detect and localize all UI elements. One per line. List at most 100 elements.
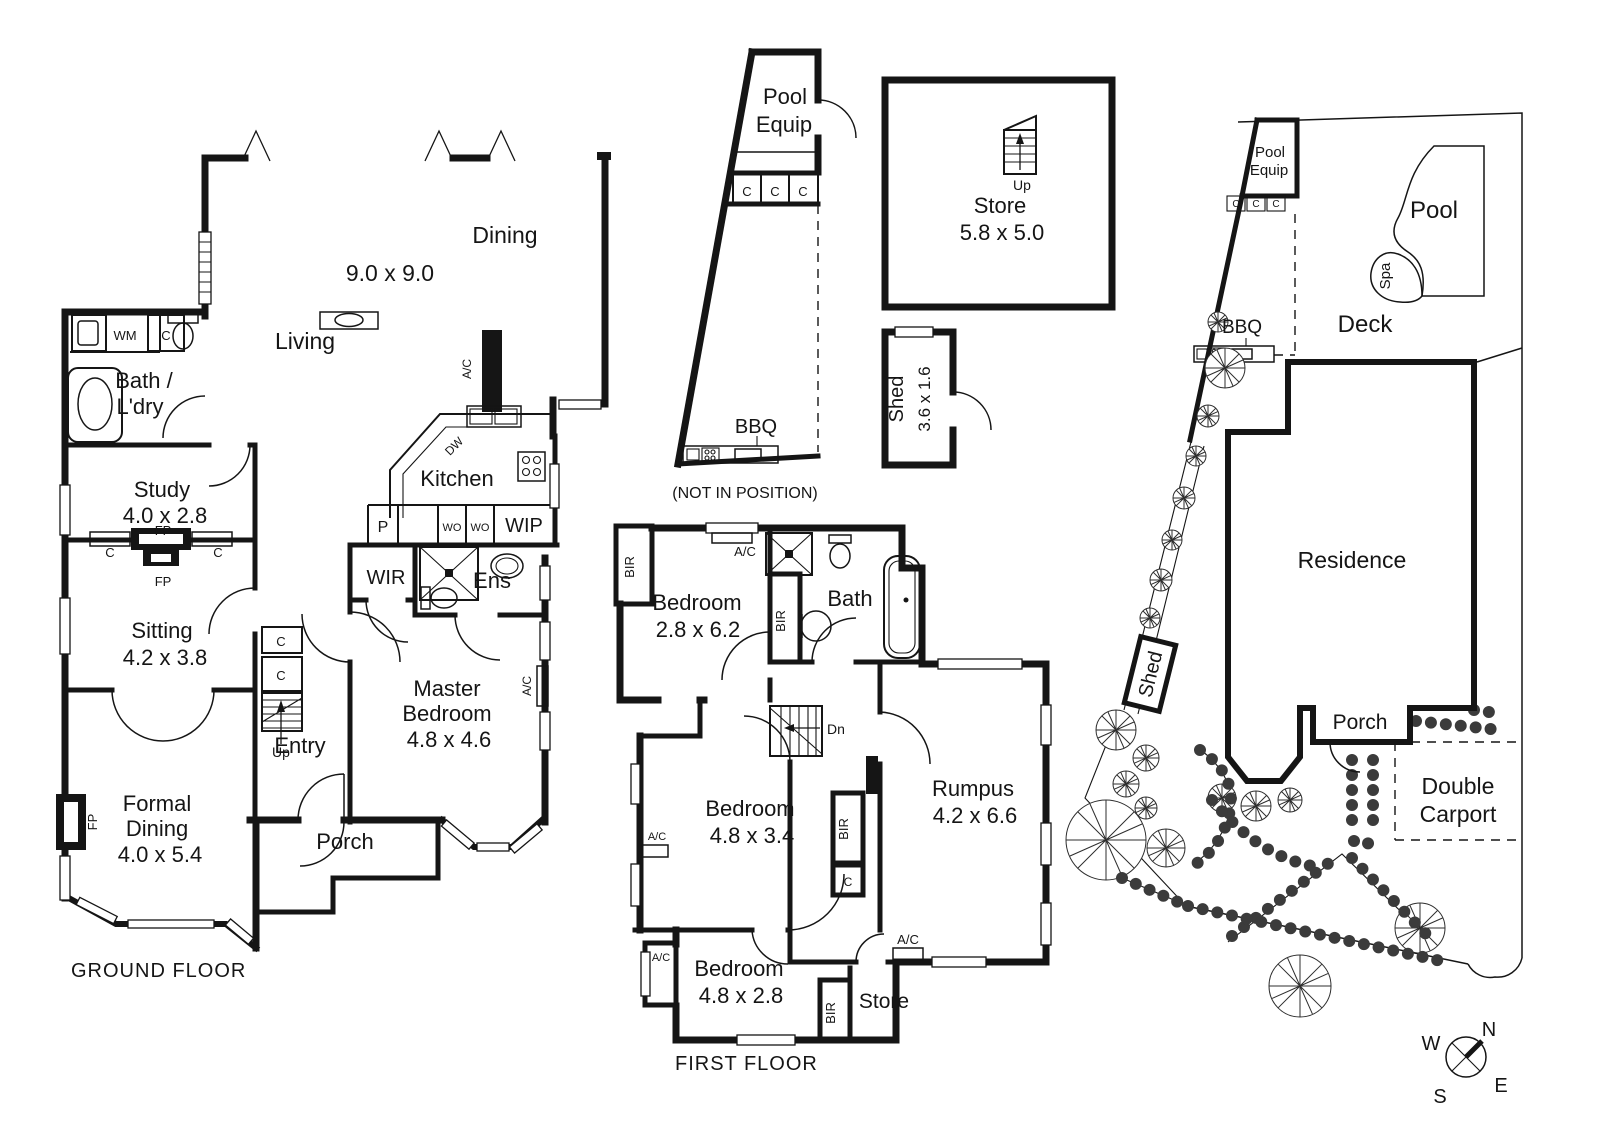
toilet-icon <box>430 587 458 609</box>
room-label-entry: Entry <box>274 733 325 758</box>
stairs-up <box>261 692 303 732</box>
bathtub-icon <box>67 367 123 443</box>
label-pool-equip-2: Equip <box>756 112 812 137</box>
room-label-bedroom1: Bedroom <box>652 590 741 615</box>
annotation-bir: BIR <box>836 818 851 840</box>
wall-cap <box>597 152 611 160</box>
room-label-bath-laundry: Bath / <box>115 368 173 393</box>
annotation-c: C <box>1232 199 1239 210</box>
room-label-study: Study <box>134 477 190 502</box>
site-plan: Shed Pool Equip C C C Pool Spa Deck BBQ … <box>1064 112 1523 1019</box>
room-label-dining: Dining <box>472 222 537 248</box>
room-size-master: 4.8 x 4.6 <box>407 727 491 752</box>
annotation-c: C <box>798 184 807 199</box>
annotation-ac: A/C <box>520 676 534 696</box>
room-size-rumpus: 4.2 x 6.6 <box>933 803 1017 828</box>
toilet-tank <box>828 534 852 544</box>
label-pool-equip: Pool <box>763 84 807 109</box>
annotation-up: Up <box>1013 177 1031 193</box>
annotation-ac: A/C <box>652 952 670 964</box>
closet <box>830 862 866 898</box>
room-label-bedroom2: Bedroom <box>705 796 794 821</box>
stove-icon <box>517 451 546 482</box>
annotation-bir: BIR <box>823 1002 838 1024</box>
annotation-wo: WO <box>471 522 490 534</box>
room-size-shed-building: 3.6 x 1.6 <box>915 366 934 431</box>
room-label-sitting: Sitting <box>131 618 192 643</box>
label-site-carport: Double <box>1422 773 1495 799</box>
pool-outline <box>1393 145 1485 297</box>
toilet-icon <box>829 543 851 569</box>
label-site-pool-equip-2: Equip <box>1250 162 1288 179</box>
closet <box>261 626 303 654</box>
annotation-fp: FP <box>155 523 172 538</box>
annotation-c: C <box>770 184 779 199</box>
compass-n: N <box>1482 1019 1496 1041</box>
room-label-master: Master <box>413 676 480 701</box>
annotation-ac: A/C <box>460 359 474 379</box>
spa-outline <box>1370 252 1423 303</box>
room-size-formal-dining: 4.0 x 5.4 <box>118 842 202 867</box>
room-label-store: Store <box>859 990 909 1013</box>
compass-w: W <box>1422 1033 1441 1055</box>
label-site-pool-equip: Pool <box>1255 144 1285 161</box>
compass-needle <box>1464 1039 1484 1059</box>
first-floor-plan: BIR A/C Bedroom 2.8 x 6.2 BIR Bath Dn Be… <box>613 522 1052 1075</box>
plan-title-ground-floor: GROUND FLOOR <box>71 960 246 982</box>
compass-s: S <box>1433 1086 1446 1108</box>
annotation-bbq: BBQ <box>735 416 777 438</box>
annotation-dn: Dn <box>827 721 845 737</box>
annotation-fp: FP <box>155 574 172 589</box>
annotation-up: Up <box>272 744 290 760</box>
shed-outbuilding: Shed 3.6 x 1.6 <box>881 326 992 469</box>
wall-break <box>241 129 271 162</box>
bir-closet <box>817 977 853 1043</box>
annotation-c: C <box>742 184 751 199</box>
label-site-bbq: BBQ <box>1222 317 1262 338</box>
label-site-residence: Residence <box>1298 547 1407 573</box>
label-site-pool: Pool <box>1410 197 1458 224</box>
compass: N W E S <box>1422 1019 1508 1108</box>
annotation-c: C <box>161 328 170 343</box>
annotation-dw: DW <box>442 434 467 459</box>
closet <box>261 656 303 692</box>
annotation-ac: A/C <box>734 544 756 559</box>
annotation-wip: WIP <box>505 515 543 537</box>
room-label-rumpus: Rumpus <box>932 776 1014 801</box>
annotation-c: C <box>1272 199 1279 210</box>
room-label-shed-building: Shed <box>886 376 908 423</box>
room-label-bedroom3: Bedroom <box>694 956 783 981</box>
basin-icon <box>490 553 524 579</box>
room-size-bedroom2: 4.8 x 3.4 <box>710 823 794 848</box>
room-size-bedroom1: 2.8 x 6.2 <box>656 617 740 642</box>
shrub-rows <box>1116 704 1506 968</box>
stairs-up <box>1003 129 1037 175</box>
ac-unit <box>711 532 753 544</box>
room-label-living: Living <box>275 328 335 354</box>
toilet-icon <box>172 322 194 350</box>
annotation-bir: BIR <box>773 610 788 632</box>
annotation-ens: Ens <box>473 568 511 593</box>
annotation-c: C <box>1252 199 1259 210</box>
ac-unit <box>536 665 549 707</box>
room-size-sitting: 4.2 x 3.8 <box>123 645 207 670</box>
room-size-living: 9.0 x 9.0 <box>346 260 434 286</box>
washing-machine-icon <box>77 320 99 346</box>
room-label-bath-laundry-2: L'dry <box>117 394 164 419</box>
vanity <box>319 311 379 330</box>
label-not-in-position: (NOT IN POSITION) <box>672 485 817 502</box>
label-site-deck: Deck <box>1338 311 1394 338</box>
ac-wall-block <box>482 330 502 412</box>
annotation-ac: A/C <box>648 831 666 843</box>
annotation-ac: A/C <box>897 932 919 947</box>
wall-break <box>486 129 516 162</box>
room-label-bath: Bath <box>827 586 872 611</box>
basin-icon <box>800 610 832 642</box>
compass-e: E <box>1494 1075 1507 1097</box>
room-size-study: 4.0 x 2.8 <box>123 503 207 528</box>
carport-outline <box>1394 741 1522 841</box>
shower-icon <box>419 546 479 601</box>
ac-unit <box>892 947 924 961</box>
